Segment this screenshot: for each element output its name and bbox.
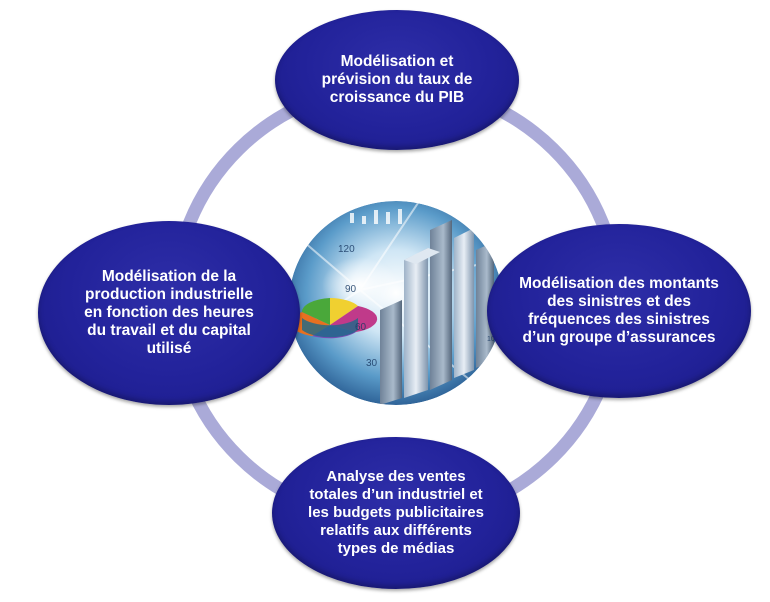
tick-label: 120: [338, 244, 355, 255]
node-industrial-production: Modélisation de la production industriel…: [38, 221, 300, 405]
tick-label: 100: [487, 336, 499, 343]
node-label: Modélisation et prévision du taux de cro…: [321, 53, 473, 106]
bar-chart-graphic: [380, 220, 494, 405]
center-illustration: 120 90 60 30 100: [289, 201, 503, 405]
node-gdp-growth: Modélisation et prévision du taux de cro…: [275, 10, 519, 150]
node-insurance-claims: Modélisation des montants des sinistres …: [487, 224, 751, 398]
node-label: Analyse des ventes totales d’un industri…: [308, 468, 484, 557]
node-label: Modélisation de la production industriel…: [84, 268, 254, 357]
tick-label: 30: [366, 358, 378, 369]
pie-chart-graphic: [290, 298, 378, 339]
tick-label: 60: [355, 322, 367, 333]
tick-label: 90: [345, 284, 357, 295]
node-sales-advertising: Analyse des ventes totales d’un industri…: [272, 437, 520, 589]
node-label: Modélisation des montants des sinistres …: [519, 275, 719, 346]
